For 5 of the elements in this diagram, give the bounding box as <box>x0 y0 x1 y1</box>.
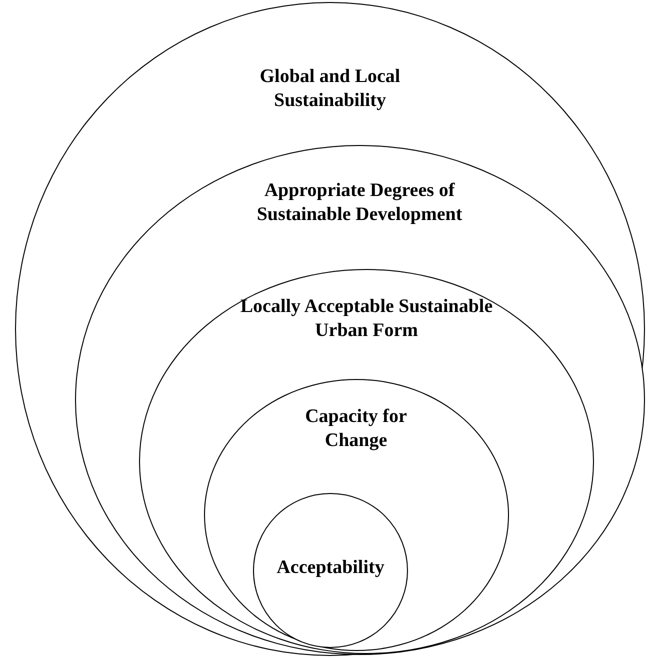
circle-label: Global and Local Sustainability <box>258 65 402 113</box>
circle-label: Acceptability <box>276 556 386 580</box>
circle-label: Locally Acceptable Sustainable Urban Form <box>239 295 494 343</box>
circle-label: Appropriate Degrees of Sustainable Development <box>256 178 464 226</box>
circle-label: Capacity for Change <box>304 404 408 452</box>
